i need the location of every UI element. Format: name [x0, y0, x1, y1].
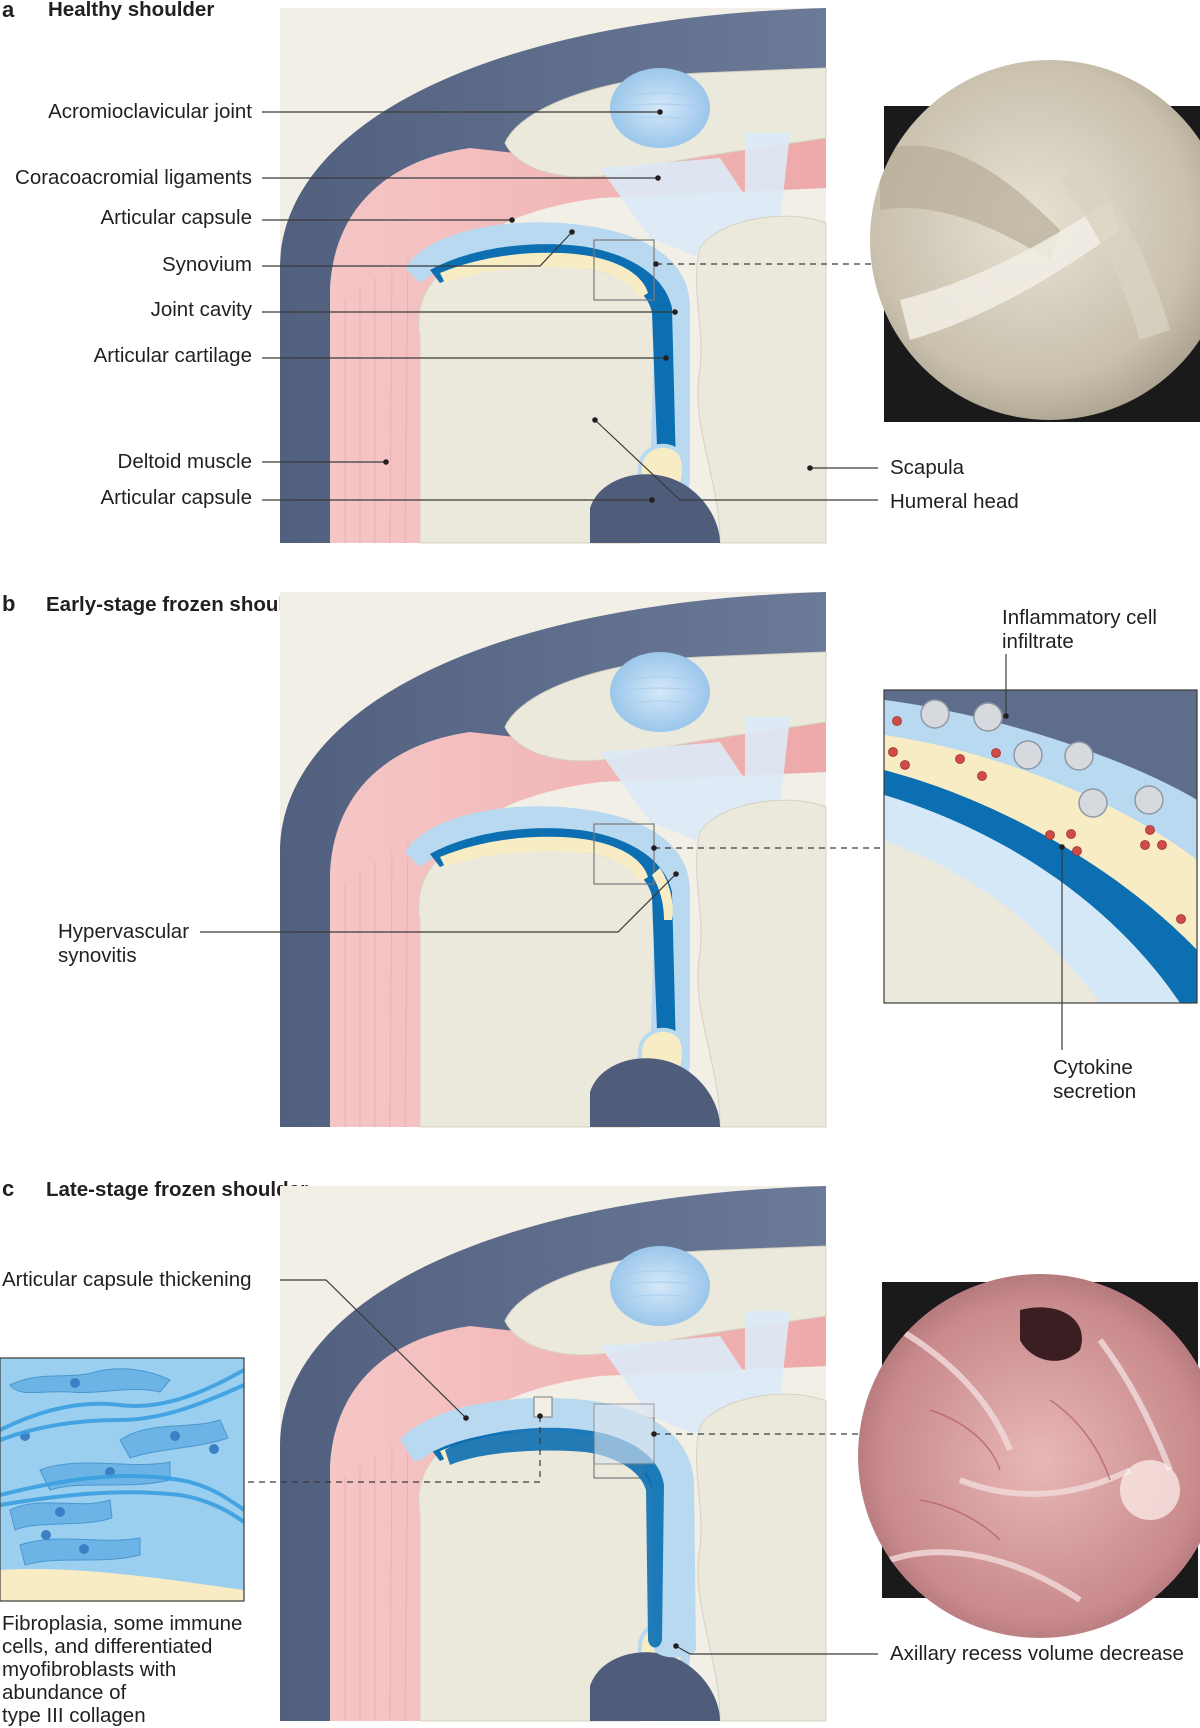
panel-b-title: Early-stage frozen shoulder [46, 593, 316, 616]
shoulder-illustration-c [278, 1184, 828, 1723]
label-inflammatory-cell-1: Inflammatory cell [1002, 606, 1157, 629]
inset-inflammation [883, 689, 1198, 1004]
panel-a-title: Healthy shoulder [48, 0, 214, 21]
label-fibroplasia-4: abundance of [2, 1681, 127, 1704]
label-articular-capsule-bottom: Articular capsule [100, 486, 252, 509]
inset-fibroplasia [0, 1357, 245, 1602]
label-fibroplasia-3: myofibroblasts with [2, 1658, 176, 1681]
label-deltoid-muscle: Deltoid muscle [118, 450, 252, 473]
label-coracoacromial-ligaments: Coracoacromial ligaments [15, 166, 252, 189]
panel-a-letter: a [2, 0, 15, 22]
label-humeral-head: Humeral head [890, 490, 1019, 513]
label-synovium: Synovium [162, 253, 252, 276]
panel-c-letter: c [2, 1176, 14, 1201]
label-scapula: Scapula [890, 456, 965, 479]
label-cytokine-2: secretion [1053, 1080, 1136, 1103]
arthroscopy-image-c [858, 1274, 1200, 1638]
label-fibroplasia-5: type III collagen [2, 1704, 146, 1727]
panel-c: c Late-stage frozen shoulder Articular c… [0, 1176, 1200, 1727]
label-fibroplasia-2: cells, and differentiated [2, 1635, 212, 1658]
arthroscopy-image-a [870, 60, 1200, 422]
label-inflammatory-cell-2: infiltrate [1002, 630, 1074, 653]
label-hypervascular-2: synovitis [58, 944, 137, 967]
label-articular-cartilage: Articular cartilage [94, 344, 252, 367]
label-hypervascular-1: Hypervascular [58, 920, 189, 943]
panel-b: b Early-stage frozen shoulder Hypervascu… [2, 590, 1198, 1129]
panel-b-letter: b [2, 591, 15, 616]
label-acromioclavicular-joint: Acromioclavicular joint [48, 100, 252, 123]
label-capsule-thickening: Articular capsule thickening [2, 1268, 252, 1291]
panel-a: a Healthy shoulder Acromioclavicular joi… [2, 0, 1200, 545]
label-fibroplasia-1: Fibroplasia, some immune [2, 1612, 242, 1635]
panel-c-title: Late-stage frozen shoulder [46, 1178, 308, 1201]
label-axillary-recess: Axillary recess volume decrease [890, 1642, 1184, 1665]
shoulder-illustration-b [278, 590, 828, 1129]
label-articular-capsule-top: Articular capsule [100, 206, 252, 229]
label-joint-cavity: Joint cavity [151, 298, 253, 321]
shoulder-illustration-a [278, 6, 828, 545]
label-cytokine-1: Cytokine [1053, 1056, 1133, 1079]
